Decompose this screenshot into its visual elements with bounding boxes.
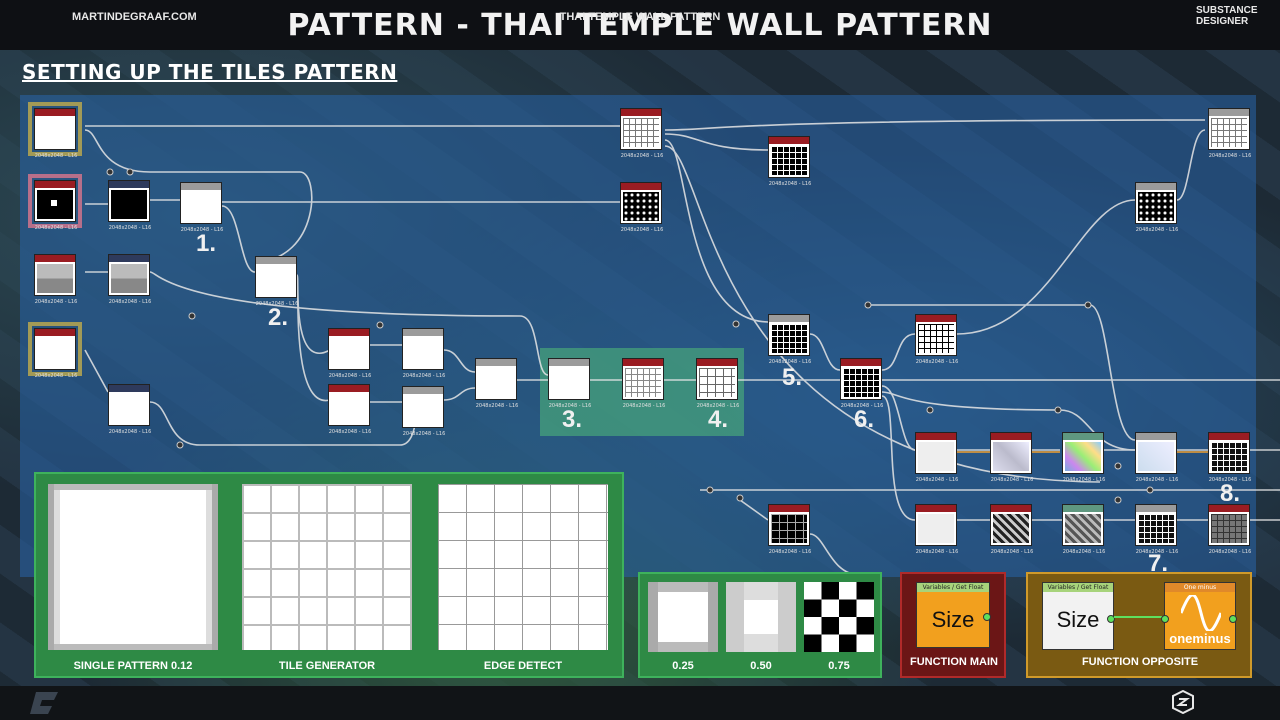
node-flood-fill-to-gradient[interactable]: 2048x2048 - L16 <box>990 504 1033 555</box>
site-logo-icon <box>30 692 58 714</box>
input-port-icon[interactable] <box>1161 615 1169 623</box>
node-blend-10[interactable]: 2048x2048 - L16 <box>1135 432 1178 483</box>
step-label-2: 2. <box>268 304 289 331</box>
sine-wave-icon <box>1181 595 1221 631</box>
value-075-image <box>804 582 874 652</box>
function-main-size-node[interactable]: Variables / Get Float Size <box>916 582 991 648</box>
node-blend-9[interactable]: 2048x2048 - L16 <box>1208 108 1251 159</box>
node-blend-7[interactable]: 2048x2048 - L16 <box>768 314 811 365</box>
node-flood-fill-to-random[interactable]: 2048x2048 - L16 <box>990 432 1033 483</box>
value-025-image <box>648 582 718 652</box>
single-pattern-image <box>48 484 218 650</box>
node-blend-3[interactable]: 2048x2048 - L16 <box>402 328 445 379</box>
edge-detect-image <box>438 484 608 650</box>
node-tile-generator-grid[interactable]: 2048x2048 - L16 <box>622 358 665 409</box>
node-tile-generator-grey[interactable]: 2048x2048 - L16 <box>34 254 77 305</box>
footer-title: THAI TEMPLE WALL PATTERN <box>559 11 721 23</box>
panel-function-main: Variables / Get Float Size FUNCTION MAIN <box>900 572 1006 678</box>
step-label-4: 4. <box>708 406 729 433</box>
node-rgba-split[interactable]: 2048x2048 - L16 <box>1208 432 1251 483</box>
node-blend-1[interactable]: 2048x2048 - L16 <box>180 182 223 233</box>
section-subtitle: SETTING UP THE TILES PATTERN <box>22 60 398 84</box>
function-main-label: FUNCTION MAIN <box>910 656 998 668</box>
node-histogram-range[interactable]: 2048x2048 - L16 <box>1208 504 1251 555</box>
node-shape-1[interactable]: 2048x2048 - L16 <box>28 102 82 159</box>
node-blend-5[interactable]: 2048x2048 - L16 <box>475 358 518 409</box>
step-label-5: 5. <box>782 364 803 391</box>
node-flood-fill-1[interactable]: 2048x2048 - L16 <box>915 432 958 483</box>
edge-detect-label: EDGE DETECT <box>483 660 563 672</box>
title-bar: PATTERN - THAI TEMPLE WALL PATTERN <box>0 0 1280 50</box>
output-port-icon[interactable] <box>1107 615 1115 623</box>
node-gradient-map-grey[interactable]: 2048x2048 - L16 <box>1062 504 1105 555</box>
node-transformation-2d-3[interactable]: 2048x2048 - L16 <box>108 384 151 435</box>
step-label-6: 6. <box>854 406 875 433</box>
node-tile-generator-dark[interactable]: 2048x2048 - L16 <box>620 182 663 233</box>
node-mirror-grayscale-1[interactable]: 2048x2048 - L16 <box>328 328 371 379</box>
node-blend-6[interactable]: 2048x2048 - L16 <box>548 358 591 409</box>
function-opposite-label: FUNCTION OPPOSITE <box>1081 656 1199 668</box>
node-blend-2[interactable]: 2048x2048 - L16 <box>255 256 298 307</box>
step-label-3: 3. <box>562 406 583 433</box>
substance-designer-logo-icon <box>1172 690 1194 714</box>
panel-values: 0.25 0.50 0.75 <box>638 572 882 678</box>
node-edge-detect[interactable]: 2048x2048 - L16 <box>696 358 739 409</box>
single-pattern-label: SINGLE PATTERN 0.12 <box>73 660 193 672</box>
node-transformation-2d-1[interactable]: 2048x2048 - L16 <box>108 180 151 231</box>
node-transformation-2d-2[interactable]: 2048x2048 - L16 <box>108 254 151 305</box>
tile-generator-image <box>242 484 412 650</box>
footer-brand: SUBSTANCE DESIGNER <box>1196 5 1258 27</box>
node-blend-4[interactable]: 2048x2048 - L16 <box>402 386 445 437</box>
function-wire <box>1114 616 1164 618</box>
node-blend-8[interactable]: 2048x2048 - L16 <box>1135 182 1178 233</box>
node-gradient-map-color[interactable]: 2048x2048 - L16 <box>1062 432 1105 483</box>
function-opposite-size-node[interactable]: Variables / Get Float Size <box>1042 582 1115 650</box>
value-050-image <box>726 582 796 652</box>
step-label-1: 1. <box>196 230 217 257</box>
node-flood-fill-2[interactable]: 2048x2048 - L16 <box>915 504 958 555</box>
panel-function-opposite: Variables / Get Float Size One minus one… <box>1026 572 1252 678</box>
node-tile-generator-top[interactable]: 2048x2048 - L16 <box>620 108 663 159</box>
output-port-icon[interactable] <box>1229 615 1237 623</box>
node-switch-grayscale[interactable]: 2048x2048 - L16 <box>840 358 883 409</box>
node-shape-2[interactable]: 2048x2048 - L16 <box>28 174 82 231</box>
node-invert-grayscale-2[interactable]: 2048x2048 - L16 <box>768 504 811 555</box>
node-shape-3[interactable]: 2048x2048 - L16 <box>28 322 82 379</box>
footer-bar <box>0 686 1280 720</box>
page-title: PATTERN - THAI TEMPLE WALL PATTERN <box>287 7 993 43</box>
node-invert-grayscale-1[interactable]: 2048x2048 - L16 <box>768 136 811 187</box>
node-invert-grayscale-3[interactable]: 2048x2048 - L16 <box>915 314 958 365</box>
node-blend-11[interactable]: 2048x2048 - L16 <box>1135 504 1178 555</box>
node-mirror-grayscale-2[interactable]: 2048x2048 - L16 <box>328 384 371 435</box>
output-port-icon[interactable] <box>983 613 991 621</box>
value-050-label: 0.50 <box>750 660 772 672</box>
panel-patterns: SINGLE PATTERN 0.12 TILE GENERATOR EDGE … <box>34 472 624 678</box>
footer-site-link[interactable]: MARTINDEGRAAF.COM <box>72 11 197 23</box>
step-label-7: 7. <box>1148 550 1169 577</box>
value-025-label: 0.25 <box>672 660 694 672</box>
tile-generator-label: TILE GENERATOR <box>278 660 376 672</box>
value-075-label: 0.75 <box>828 660 850 672</box>
function-oneminus-node[interactable]: One minus oneminus <box>1161 582 1237 650</box>
step-label-8: 8. <box>1220 480 1241 507</box>
